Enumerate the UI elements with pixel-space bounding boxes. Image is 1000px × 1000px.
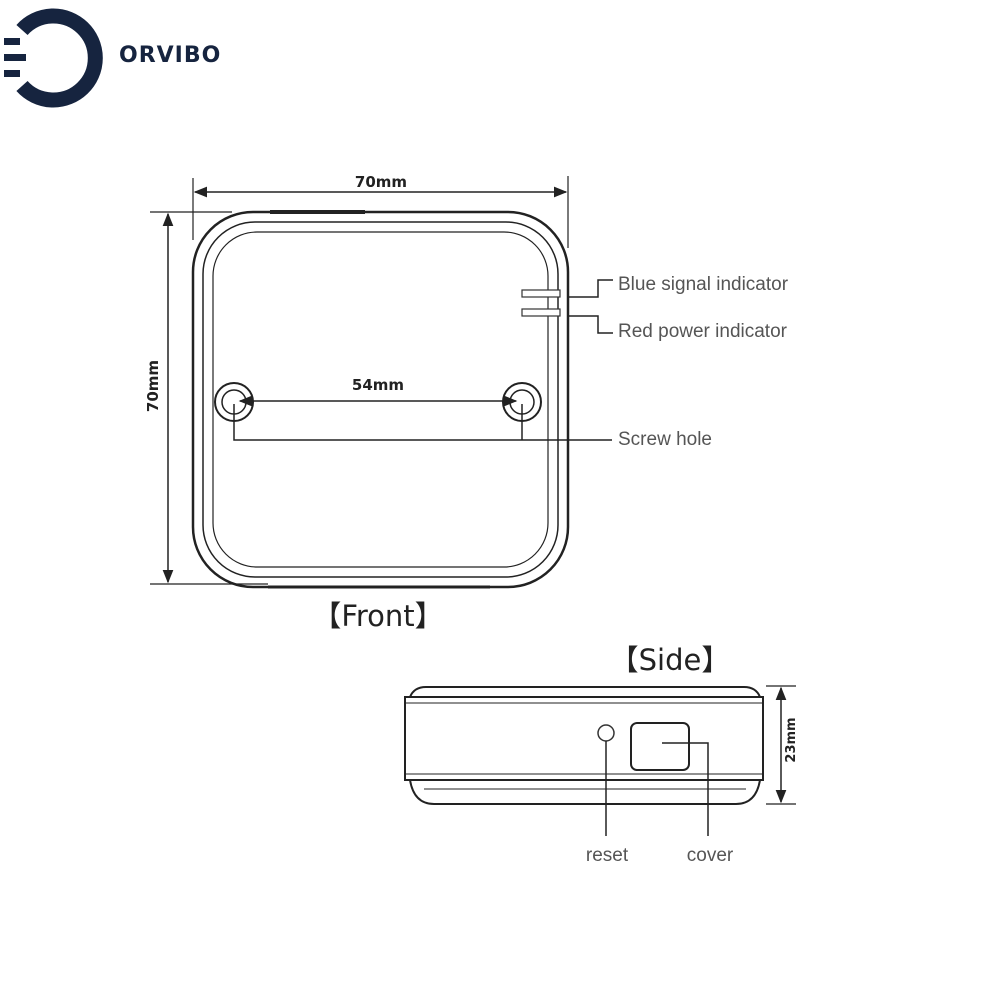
usb-cover — [630, 722, 690, 771]
cover-label: cover — [687, 845, 734, 866]
front-outline-outer — [191, 210, 570, 589]
width-label: 70mm — [355, 173, 407, 191]
side-height-label: 23mm — [784, 717, 799, 762]
brand-name: ORVIBO — [119, 43, 221, 68]
reset-label: reset — [586, 845, 629, 866]
side-base — [409, 779, 761, 805]
logo-ring-icon — [16, 8, 103, 108]
screw-spacing-label: 54mm — [352, 376, 404, 394]
front-outline-inner — [212, 231, 549, 568]
height-label: 70mm — [144, 360, 162, 412]
front-view: 54mm 70mm 70mm Blue signal indicator Red… — [144, 173, 789, 633]
side-view: 【Side】 reset cover 23mm — [404, 643, 799, 866]
blue-indicator-leader — [568, 279, 613, 298]
blue-signal-indicator — [521, 289, 561, 298]
side-caption: 【Side】 — [610, 643, 731, 677]
red-indicator-label: Red power indicator — [618, 321, 788, 342]
front-outline-mid — [202, 221, 559, 578]
red-power-indicator — [521, 308, 561, 317]
reset-button — [597, 724, 615, 742]
orvibo-logo: ORVIBO — [4, 8, 221, 108]
side-top-cap — [409, 686, 761, 698]
side-body — [404, 696, 764, 781]
cover-leader — [662, 742, 709, 836]
screw-hole-leader — [233, 404, 612, 441]
blue-indicator-label: Blue signal indicator — [618, 274, 789, 295]
red-indicator-leader — [568, 315, 613, 334]
screw-hole-label: Screw hole — [618, 429, 712, 450]
front-caption: 【Front】 — [312, 599, 443, 633]
